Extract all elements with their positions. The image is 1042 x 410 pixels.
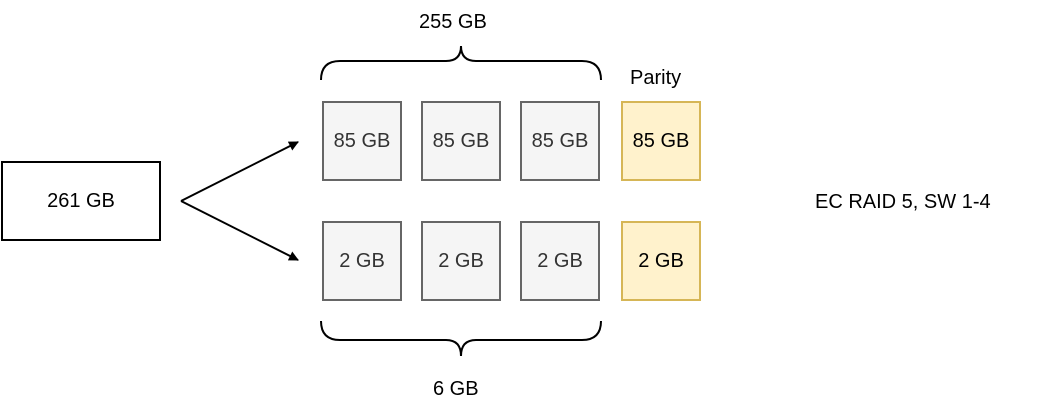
parity-header: Parity (630, 67, 682, 89)
bottom-brace-label: 6 GB (433, 378, 479, 400)
data-block: 85 GB (421, 101, 501, 181)
data-block-label: 2 GB (438, 249, 484, 272)
data-block-label: 2 GB (339, 249, 385, 272)
top-brace-label: 255 GB (419, 11, 487, 33)
data-block: 85 GB (520, 101, 600, 181)
data-block-label: 2 GB (537, 249, 583, 272)
data-block: 2 GB (520, 221, 600, 301)
data-block-label: 85 GB (432, 129, 490, 152)
data-block: 2 GB (421, 221, 501, 301)
top-brace (320, 45, 602, 81)
raid-caption: EC RAID 5, SW 1-4 (815, 191, 991, 213)
data-block: 2 GB (322, 221, 402, 301)
parity-block-label: 2 GB (638, 249, 684, 272)
parity-block: 85 GB (621, 101, 701, 181)
source-volume: 261 GB (1, 161, 161, 241)
data-block: 85 GB (322, 101, 402, 181)
source-volume-label: 261 GB (47, 189, 115, 212)
parity-block: 2 GB (621, 221, 701, 301)
parity-block-label: 85 GB (632, 129, 690, 152)
arrow-to-top-row (180, 141, 299, 202)
data-block-label: 85 GB (333, 129, 391, 152)
arrow-to-bottom-row (180, 200, 299, 261)
data-block-label: 85 GB (531, 129, 589, 152)
bottom-brace (320, 320, 602, 357)
